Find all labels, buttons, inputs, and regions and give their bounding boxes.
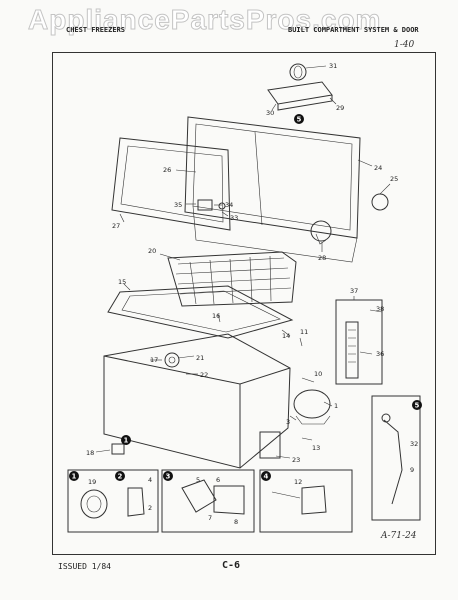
part-label-5: 5 (196, 476, 200, 484)
part-label-12: 12 (294, 478, 302, 486)
part-label-17: 17 (150, 356, 158, 364)
part-label-19: 19 (88, 478, 96, 486)
condenser-panel (259, 431, 281, 459)
badge-1-inset: 1 (72, 473, 77, 481)
leader-lines (95, 65, 391, 459)
inset-box-3 (161, 469, 255, 533)
inset-3-parts (181, 479, 245, 515)
inset-5-box (371, 395, 421, 521)
badge-5-inset: 5 (415, 402, 420, 410)
part-label-36: 36 (376, 350, 384, 358)
watermark: AppliancePartsPros.com (27, 4, 382, 36)
freezer-lid (184, 116, 361, 263)
part-label-22: 22 (200, 371, 208, 379)
light-switch (197, 199, 213, 211)
part-label-25: 25 (390, 175, 398, 183)
part-label-2: 2 (148, 504, 152, 512)
part-label-28: 28 (318, 254, 326, 262)
part-label-4: 4 (148, 476, 152, 484)
badge-5-top: 5 (297, 116, 302, 124)
part-label-6: 6 (216, 476, 220, 484)
part-label-31: 31 (329, 62, 337, 70)
breaker-strip (107, 285, 294, 339)
badge-4-inset: 4 (264, 473, 269, 481)
part-label-20: 20 (148, 247, 156, 255)
part-label-24: 24 (374, 164, 382, 172)
part-label-32: 32 (410, 440, 418, 448)
inset-4-parts (271, 485, 327, 515)
part-label-35: 35 (174, 201, 182, 209)
part-label-7: 7 (208, 514, 212, 522)
badge-1-cabinet: 1 (124, 437, 129, 445)
part-number-labels: 31 30 29 24 25 26 34 35 33 27 28 20 15 1… (86, 62, 418, 526)
part-label-38: 38 (376, 305, 384, 313)
wire-basket (167, 251, 297, 307)
part-label-10: 10 (314, 370, 322, 378)
cabinet (103, 333, 291, 469)
diagram-frame (52, 52, 436, 555)
part-label-13: 13 (312, 444, 320, 452)
drain-plug (111, 443, 125, 455)
badge-3-inset: 3 (166, 473, 171, 481)
part-label-8: 8 (234, 518, 238, 526)
part-label-27: 27 (112, 222, 120, 230)
part-label-18: 18 (86, 449, 94, 457)
part-label-23: 23 (292, 456, 300, 464)
part-label-14: 14 (282, 332, 290, 340)
part-label-9: 9 (410, 466, 414, 474)
lock-knob (371, 193, 389, 211)
part-label-16: 16 (212, 312, 220, 320)
lid-liner (111, 137, 231, 231)
thermostat-assembly (335, 299, 383, 385)
part-label-1: 1 (334, 402, 338, 410)
part-label-15: 15 (118, 278, 126, 286)
compressor (293, 389, 331, 425)
part-label-37: 37 (350, 287, 358, 295)
drawing-signature: A-71-24 (381, 531, 417, 541)
page-reference: 1-40 (394, 40, 415, 50)
inset-box-1-2 (67, 469, 159, 533)
hinge-assembly (267, 63, 333, 111)
part-label-33: 33 (230, 214, 238, 222)
callout-badges: 5 5 1 1 2 3 4 (69, 114, 422, 481)
part-label-26: 26 (163, 166, 171, 174)
badge-2-inset: 2 (118, 473, 123, 481)
inset-1-parts (80, 487, 145, 519)
page-number: C-6 (222, 560, 241, 571)
header-right: BUILT COMPARTMENT SYSTEM & DOOR (288, 26, 419, 34)
light-bulb-detail (310, 220, 332, 242)
issued-date: ISSUED 1/84 (58, 562, 111, 571)
part-label-3: 3 (286, 418, 290, 426)
part-label-30: 30 (266, 109, 274, 117)
header-left: CHEST FREEZERS (66, 26, 126, 34)
inset-box-4 (259, 469, 353, 533)
part-label-21: 21 (196, 354, 204, 362)
part-label-11: 11 (300, 328, 308, 336)
part-label-34: 34 (225, 201, 233, 209)
part-label-29: 29 (336, 104, 344, 112)
